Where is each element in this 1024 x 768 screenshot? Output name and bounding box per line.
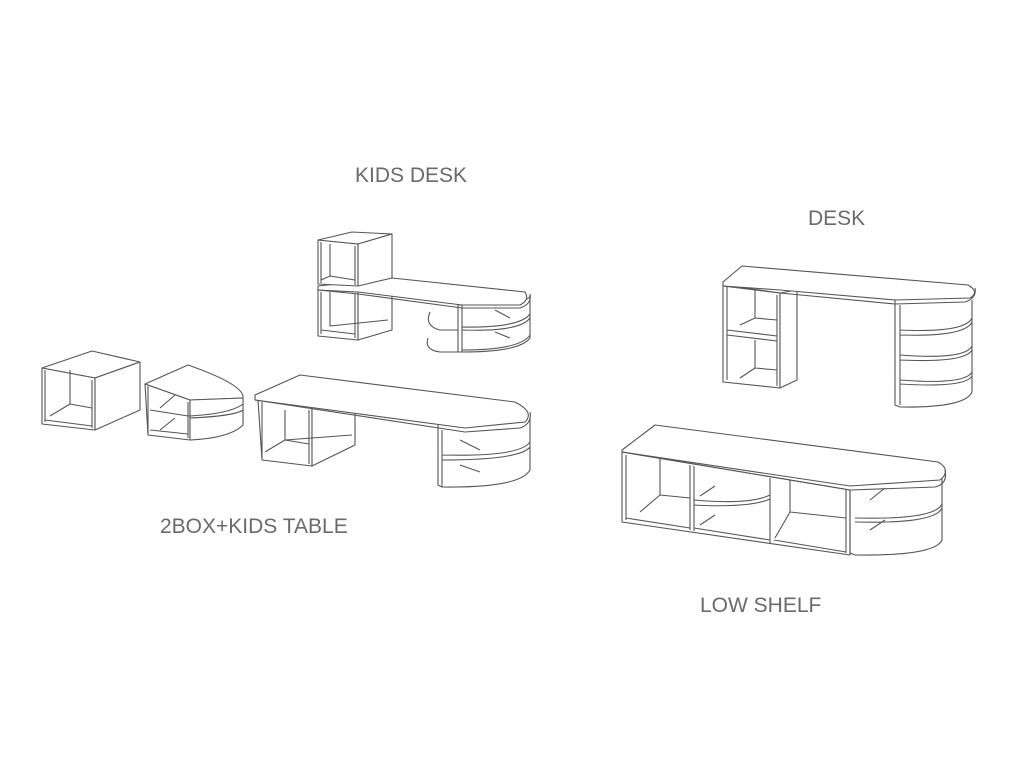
low-shelf-label: LOW SHELF: [700, 594, 822, 617]
desk-label: DESK: [808, 207, 866, 230]
low-shelf-drawing: [621, 424, 947, 556]
two-box-kids-table-drawing: [41, 350, 531, 488]
two-box-kids-table-label: 2BOX+KIDS TABLE: [160, 515, 348, 538]
kids-desk-drawing: [317, 231, 531, 353]
desk-drawing: [722, 265, 976, 408]
kids-desk-label: KIDS DESK: [355, 164, 468, 187]
